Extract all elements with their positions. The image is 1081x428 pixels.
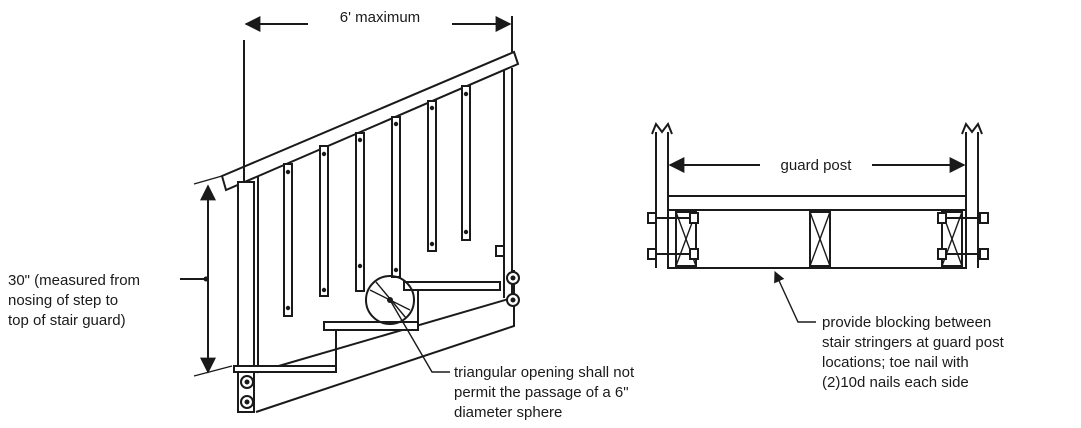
stair-guard-elevation [220,16,520,413]
sphere-note-line2: permit the passage of a 6" [454,384,629,401]
break-mark-left [651,121,673,135]
baluster [355,132,365,292]
sphere-note-line3: diameter sphere [454,404,562,421]
blocking [675,211,963,267]
guard-post-blocking-section [647,121,989,269]
blocking-callout: provide blocking between stair stringers… [774,270,1005,391]
sphere-note-line1: triangular opening shall not [454,364,635,381]
sphere-callout: triangular opening shall not permit the … [389,299,635,421]
blocking-note-line1: provide blocking between [822,314,991,331]
height-note-line3: top of stair guard) [8,312,126,329]
height-note-line1: 30" (measured from [8,272,140,289]
blocking-note-line3: locations; toe nail with [822,354,969,371]
baluster [427,100,437,252]
balusters [283,85,471,317]
six-inch-sphere [365,275,415,325]
baluster [319,145,329,297]
blocking-left [675,211,697,267]
guard-post-label: guard post [781,157,853,174]
baluster-fasteners [285,91,469,311]
through-bolts [647,212,989,260]
dimension-30in: 30" (measured from nosing of step to top… [8,175,233,377]
stair-steps [233,245,515,413]
left-post [237,181,255,413]
stringer-bottom [255,270,515,413]
baluster [391,116,401,278]
blocking-right [941,211,963,267]
height-leader-dot [203,276,209,282]
stringer-cap [495,245,505,257]
dimension-extension-top [193,175,223,185]
dimension-6ft: 6' maximum [244,9,512,32]
top-rail [220,50,520,192]
blocking-middle [809,211,831,267]
blocking-note-line2: stair stringers at guard post [822,334,1005,351]
blocking-leader [774,270,816,323]
baluster [283,163,293,317]
guard-panel-outline [257,68,513,374]
baluster [461,85,471,241]
sphere-leader [389,299,450,373]
dimension-6ft-label: 6' maximum [340,9,420,26]
blocking-note-line4: (2)10d nails each side [822,374,969,391]
stair-tread [667,195,967,211]
dimension-guard-post: guard post [668,157,966,174]
height-note-line2: nosing of step to [8,292,118,309]
dimension-extension-bottom [193,365,233,377]
break-mark-right [961,121,983,135]
stair-stringer [667,209,967,269]
upper-tread [403,281,501,291]
lower-tread [233,365,337,373]
post-bolts [240,271,520,409]
